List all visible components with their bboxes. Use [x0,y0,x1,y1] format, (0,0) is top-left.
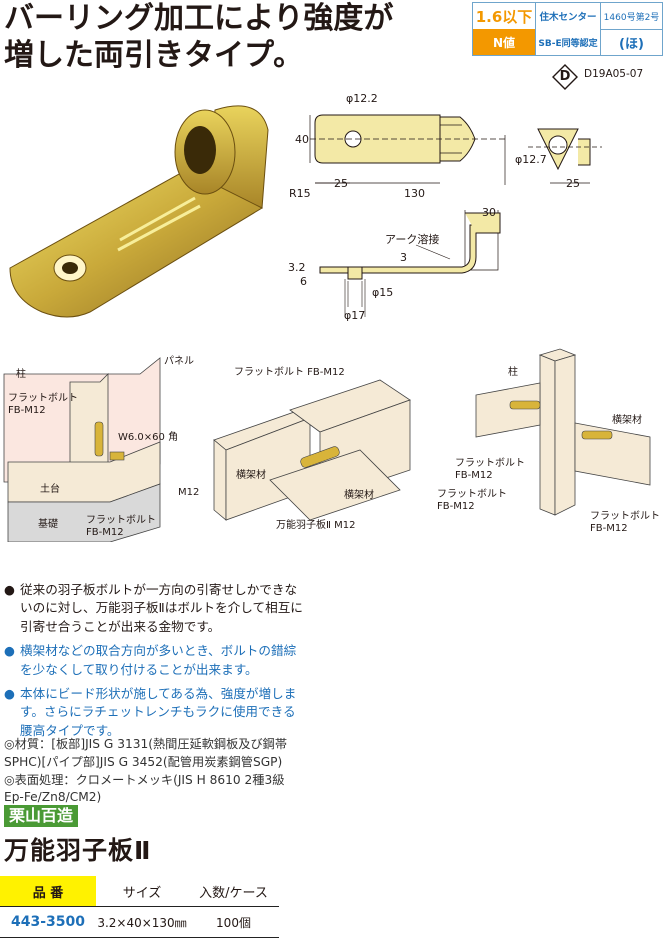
dim-130: 130 [404,187,425,200]
bullet-icon: ● [4,686,15,702]
feature-text: 横架材などの取合方向が多いとき、ボルトの錯綜を少なくして取り付けることが出来ます… [20,643,297,677]
cell-size: 3.2×40×130㎜ [96,906,188,938]
table-row: 443-3500 3.2×40×130㎜ 100個 [0,906,279,938]
headline: バーリング加工により強度が 増した両引きタイプ。 [4,0,393,74]
header-size: サイズ [96,876,188,907]
label-beam-mid: 横架材 [344,490,374,501]
dim-15: φ15 [372,286,394,299]
table-header-row: 品 番 サイズ 入数/ケース [0,876,279,907]
n-value-top: 1.6以下 [473,3,536,30]
label-sill: 土台 [40,484,60,495]
feature-item: ● 従来の羽子板ボルトが一方向の引寄せしかできないのに対し、万能羽子板Ⅱはボルト… [4,581,304,636]
label-mid-plate: 万能羽子板Ⅱ M12 [276,520,356,531]
label-right-pillar: 柱 [508,367,518,378]
dim-width: 40 [295,133,309,146]
dim-3: 3 [400,251,407,264]
label-right-bolt2-code: FB-M12 [590,523,628,534]
label-panel: パネル [164,356,194,367]
feature-item: ● 本体にビード形状が施してある為、強度が増します。さらにラチェットレンチもラク… [4,685,304,740]
cell-qty: 100個 [188,906,279,938]
label-washer: W6.0×60 角 [118,432,179,443]
feature-text: 本体にビード形状が施してある為、強度が増します。さらにラチェットレンチもラクに使… [20,686,297,738]
label-mid-bolt-right: フラットボルト [437,489,507,500]
headline-line2: 増した両引きタイプ。 [4,38,304,73]
bullet-icon: ● [4,643,15,659]
feature-item: ● 横架材などの取合方向が多いとき、ボルトの錯綜を少なくして取り付けることが出来… [4,642,304,679]
dim-30: 30 [482,206,496,219]
label-beam-left: 横架材 [236,470,266,481]
center-label: 住木センター [536,3,601,30]
install-illustration-left [3,357,161,542]
dim-hole: φ12.2 [346,92,378,105]
install-illustration-mid [213,379,411,521]
weld-label: アーク溶接 [385,233,440,246]
product-title: 万能羽子板Ⅱ [4,836,152,865]
label-flat-bolt-fb: フラットボルト [86,515,156,526]
label-pillar: 柱 [16,369,26,380]
label-fb-m12-2: FB-M12 [86,527,124,538]
cell-code: 443-3500 [0,906,96,938]
dim-6: 6 [300,275,307,288]
dim-3-2: 3.2 [288,261,306,274]
label-fb-m12: FB-M12 [8,405,46,416]
sbe-label: SB-E同等認定 [536,29,601,55]
n-value-label: N値 [473,29,536,55]
sbe-mark: (ほ) [619,36,644,52]
product-photo [9,105,269,318]
center-number: 1460号第2号 [601,3,662,30]
label-right-beam: 横架材 [612,415,642,426]
label-mid-bolt-right-code: FB-M12 [437,501,475,512]
dim-25-side: 25 [566,177,580,190]
plan-view-drawing [309,114,602,317]
materials-note: ◎材質：[板部]JIS G 3131(熱間圧延軟鋼板及び鋼帯SPHC)[パイプ部… [4,737,295,805]
doc-code: D19A05-07 [584,68,644,80]
feature-list: ● 従来の羽子板ボルトが一方向の引寄せしかできないのに対し、万能羽子板Ⅱはボルト… [4,581,304,740]
install-illustration-right [475,348,651,516]
bullet-icon: ● [4,582,15,597]
brand-label: 栗山百造 [4,805,79,827]
label-flat-bolt: フラットボルト [8,393,78,404]
label-mid-flat-bolt: フラットボルト FB-M12 [234,367,345,378]
dim-25: 25 [334,177,348,190]
dim-17: φ17 [344,309,366,322]
label-m12: M12 [178,487,200,498]
grade-mark: D [552,64,578,90]
headline-line1: バーリング加工により強度が [4,1,394,36]
header-code: 品 番 [0,876,96,907]
grade-mark-letter: D [559,69,571,84]
dim-radius: R15 [289,187,311,200]
product-table: 品 番 サイズ 入数/ケース 443-3500 3.2×40×130㎜ 100個 [0,876,279,938]
label-right-bolt2: フラットボルト [590,511,660,522]
spec-badges: 1.6以下 N値 住木センター 1460号第2号 SB-E同等認定 (ほ) [472,2,663,56]
dim-pipe: φ12.7 [515,153,547,166]
label-right-bolt1: フラットボルト [455,458,525,469]
label-foundation: 基礎 [38,519,58,530]
feature-text: 従来の羽子板ボルトが一方向の引寄せしかできないのに対し、万能羽子板Ⅱはボルトを介… [20,582,303,634]
label-right-bolt1-code: FB-M12 [455,470,493,481]
header-qty: 入数/ケース [188,876,279,907]
